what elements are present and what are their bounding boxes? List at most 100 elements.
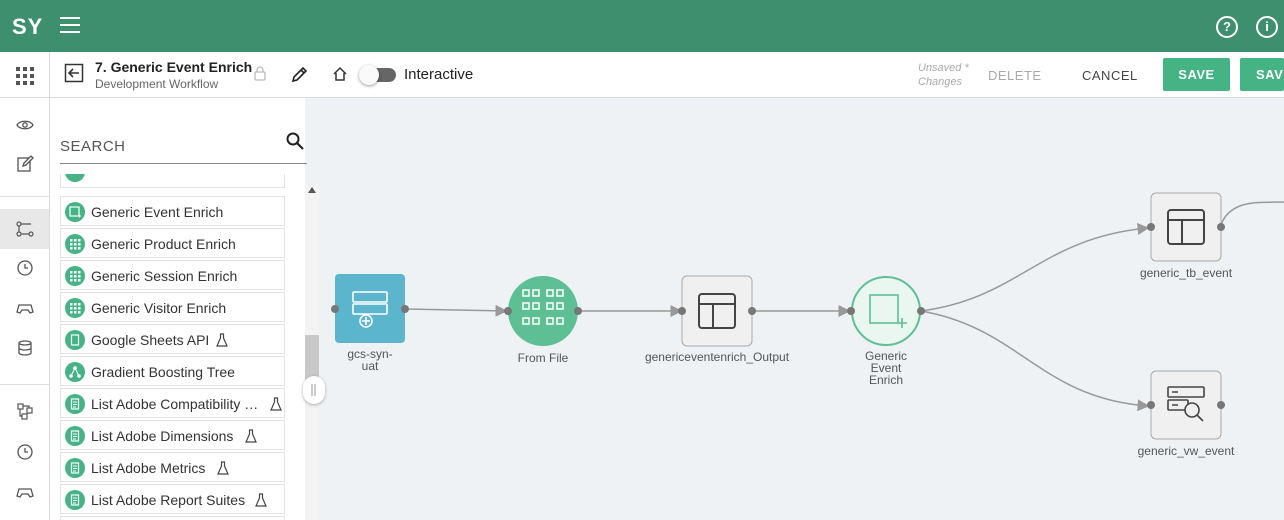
unsaved-line1: Unsaved [918,62,962,74]
tree-icon [65,362,85,382]
item-label: List Adobe Dimensions [91,428,234,444]
rail-separator [0,384,49,385]
item-label: List Adobe Metrics [91,460,206,476]
info-icon[interactable]: i [1256,16,1278,38]
component-icon [65,174,85,182]
app-logo[interactable]: SY [12,14,44,39]
hierarchy-icon[interactable] [16,402,34,420]
beta-flask-icon [217,461,229,475]
node-from-file[interactable] [504,276,582,346]
list-item-partial[interactable] [60,174,285,188]
item-label: List Adobe Compatibility … [91,396,259,412]
workflow-canvas[interactable] [320,98,1284,520]
enrich-line3: Enrich [868,373,903,387]
storage-icon [352,291,388,328]
top-app-bar: SY ? i [0,0,1284,52]
database-icon[interactable] [16,339,34,357]
node-generic-vw-event[interactable] [1147,370,1225,440]
generic-event-icon [65,202,85,222]
search-input[interactable]: SEARCH [60,138,126,155]
gcs-line2: uat [361,359,379,373]
history-icon[interactable] [16,443,34,461]
node-label-from-file: From File [517,351,569,365]
beta-flask-icon [216,333,228,347]
interactive-toggle[interactable] [359,65,396,85]
save-button[interactable]: SAVE [1163,58,1230,91]
interactive-label: Interactive [404,66,474,83]
list-item[interactable]: List Adobe Compatibility … [60,388,285,418]
unsaved-changes-indicator: Unsaved * Changes [918,61,969,89]
gamepad-icon[interactable] [16,299,34,317]
eye-icon[interactable] [16,116,34,134]
workflow-subtitle: Development Workflow [95,77,219,91]
grid-icon [522,289,564,325]
save-as-button[interactable]: SAV [1240,58,1284,91]
list-item[interactable]: List Adobe Dimensions [60,420,285,450]
back-arrow-icon[interactable] [64,63,84,83]
clock-icon[interactable] [16,259,34,277]
table-layout-icon [698,293,736,329]
node-label-output: genericeventenrich_Output [644,350,790,364]
node-label-tb-event: generic_tb_event [1139,266,1233,280]
edge [920,310,1150,412]
node-generic-tb-event[interactable] [1147,192,1225,262]
edge [920,222,1150,312]
search-icon[interactable] [285,131,305,151]
rail-separator [0,196,49,197]
list-item[interactable]: Gradient Boosting Tree [60,356,285,386]
list-item[interactable]: List Adobe Report Suites [60,484,285,514]
home-icon[interactable] [332,66,348,82]
document-icon [65,490,85,510]
node-label-gcs: gcs-syn- uat [330,348,410,372]
lock-icon[interactable] [254,66,266,81]
cancel-button[interactable]: CANCEL [1082,68,1138,83]
view-search-icon [1167,386,1205,422]
unsaved-mark: * [964,62,969,74]
item-label: Gradient Boosting Tree [91,364,235,380]
beta-flask-icon [270,397,282,411]
list-item[interactable]: Generic Event Enrich [60,196,285,226]
list-item[interactable]: Generic Visitor Enrich [60,292,285,322]
rail-divider [49,52,50,520]
document-icon [65,426,85,446]
unsaved-line2: Changes [918,76,963,88]
edge [405,304,508,317]
workflow-title: 7. Generic Event Enrich [95,59,253,75]
list-item[interactable]: Generic Session Enrich [60,260,285,290]
hamburger-menu-icon[interactable] [60,17,80,35]
gcs-line1: gcs-syn- [347,347,393,361]
panel-collapse-handle[interactable] [303,376,325,404]
item-label: Generic Visitor Enrich [91,300,227,316]
controller-icon[interactable] [16,483,34,501]
list-item-partial[interactable] [60,516,285,520]
search-underline [60,163,307,164]
list-item[interactable]: Google Sheets API [60,324,285,354]
apps-grid-icon[interactable] [16,67,34,85]
list-item[interactable]: Generic Product Enrich [60,228,285,258]
delete-button[interactable]: DELETE [988,68,1042,83]
scroll-up-arrow-icon[interactable] [308,187,316,193]
item-label: List Adobe Report Suites [91,492,246,508]
edit-pencil-icon[interactable] [290,64,310,84]
enrich-square-plus-icon [869,294,907,328]
node-genericeventenrich-output[interactable] [678,275,756,347]
scrollbar-thumb[interactable] [305,335,319,385]
grid-dots-icon [65,266,85,286]
table-layout-icon [1167,209,1205,245]
list-item[interactable]: List Adobe Metrics [60,452,285,482]
panel-scrollbar[interactable] [305,183,319,520]
enrich-line1: Generic [864,349,908,363]
node-label-generic-event-enrich: Generic Event Enrich [846,350,926,386]
sheet-icon [65,330,85,350]
grid-dots-icon [65,234,85,254]
item-label: Generic Event Enrich [91,204,224,220]
item-label: Google Sheets API [91,332,210,348]
help-icon[interactable]: ? [1216,16,1238,38]
edit-note-icon[interactable] [16,155,34,173]
workflow-toolbar [0,52,1284,98]
node-gcs-syn-uat[interactable] [331,274,409,343]
beta-flask-icon [255,493,267,507]
node-generic-event-enrich[interactable] [847,276,925,346]
workflow-icon[interactable] [16,220,34,238]
enrich-line2: Event [870,361,902,375]
